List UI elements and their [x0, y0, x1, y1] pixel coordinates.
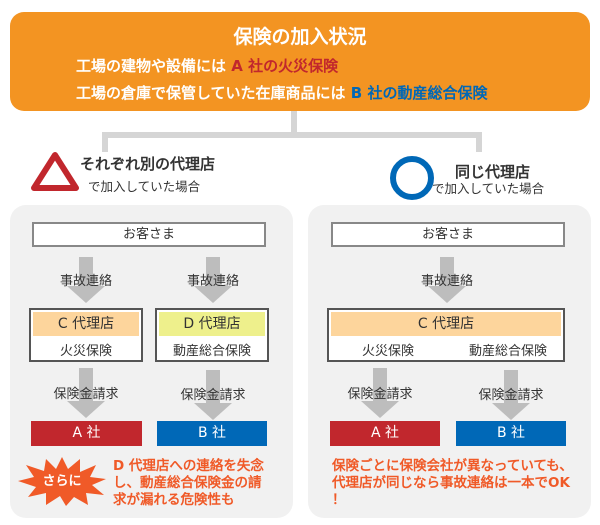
agent-c-box: C 代理店 火災保険 — [29, 308, 143, 362]
agent-c-product-movable: 動産総合保険 — [468, 344, 547, 359]
agent-c-name: C 代理店 — [331, 312, 561, 336]
connector-left — [102, 132, 108, 152]
status-line-2: 工場の倉庫で保管していた在庫商品には B 社の動産総合保険 — [76, 82, 487, 103]
arrow-down-icon — [67, 257, 105, 303]
arrow-down-icon — [194, 257, 232, 303]
arrow-down-icon — [194, 370, 232, 420]
risk-warning: D 代理店への連絡を失念し、動産総合保険金の請求が漏れる危険性も — [113, 458, 264, 508]
connector-right — [476, 132, 482, 152]
line2-highlight: B 社の動産総合保険 — [350, 84, 488, 102]
arrow-down-icon — [361, 368, 399, 418]
connector-stem — [291, 111, 297, 135]
benefit-note: 保険ごとに保険会社が異なっていても、代理店が同じなら事故連絡は一本でOK ！ — [332, 458, 573, 508]
agent-d-product: 動産総合保険 — [172, 344, 251, 359]
report-label: 事故連絡 — [186, 274, 239, 289]
claim-label: 保険金請求 — [347, 387, 413, 402]
customer-box: お客さま — [331, 222, 565, 247]
agent-c-box: C 代理店 火災保険 動産総合保険 — [327, 308, 565, 362]
arrow-down-icon — [428, 257, 466, 303]
circle-icon — [390, 156, 434, 200]
claim-label: 保険金請求 — [53, 387, 119, 402]
agent-c-product-fire: 火災保険 — [361, 344, 414, 359]
connector-bar — [102, 132, 482, 138]
company-b: B 社 — [157, 421, 267, 446]
burst-label: さらに — [42, 474, 82, 489]
agent-c-product: 火災保険 — [59, 344, 112, 359]
arrow-down-icon — [492, 370, 530, 420]
left-heading: それぞれ別の代理店 — [80, 155, 216, 173]
insurance-status-box: 保険の加入状況 工場の建物や設備には A 社の火災保険 工場の倉庫で保管していた… — [10, 12, 590, 111]
customer-box: お客さま — [32, 222, 266, 247]
right-subheading: で加入していた場合 — [432, 181, 545, 196]
left-subheading: で加入していた場合 — [88, 179, 201, 194]
page-title: 保険の加入状況 — [233, 26, 367, 48]
right-heading: 同じ代理店 — [455, 163, 531, 181]
claim-label: 保険金請求 — [478, 388, 544, 403]
claim-label: 保険金請求 — [180, 388, 246, 403]
status-line-1: 工場の建物や設備には A 社の火災保険 — [76, 55, 338, 76]
company-a: A 社 — [330, 421, 440, 446]
triangle-icon — [31, 152, 79, 191]
company-b: B 社 — [456, 421, 566, 446]
arrow-down-icon — [67, 368, 105, 418]
agent-d-box: D 代理店 動産総合保険 — [155, 308, 269, 362]
report-label: 事故連絡 — [420, 274, 473, 289]
agent-c-name: C 代理店 — [33, 312, 139, 336]
line2-text: 工場の倉庫で保管していた在庫商品には — [76, 84, 346, 102]
burst-icon — [18, 457, 106, 506]
agent-d-name: D 代理店 — [159, 312, 265, 336]
line1-highlight: A 社の火災保険 — [231, 57, 339, 75]
company-a: A 社 — [31, 421, 142, 446]
line1-text: 工場の建物や設備には — [76, 57, 227, 75]
report-label: 事故連絡 — [59, 274, 112, 289]
